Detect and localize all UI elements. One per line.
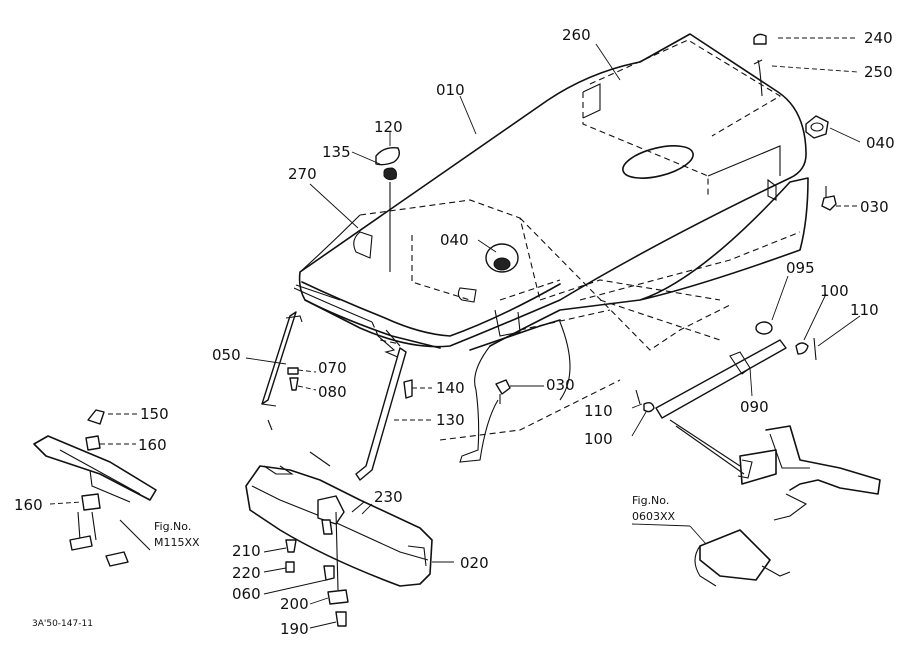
callout-070: 070 <box>318 359 347 377</box>
callout-120: 120 <box>374 118 403 136</box>
callout-030-left: 030 <box>546 376 575 394</box>
drawing-code: 3A'50-147-11 <box>32 619 93 629</box>
bolt-030-right <box>821 186 837 211</box>
callout-250: 250 <box>864 63 893 81</box>
callout-135: 135 <box>322 143 351 161</box>
callout-090: 090 <box>740 398 769 416</box>
figure-references: Fig.No. M115XX Fig.No. 0603XX 3A'50-147-… <box>32 494 691 629</box>
callout-100-left: 100 <box>584 430 613 448</box>
fig-ref-code-1: M115XX <box>154 536 200 549</box>
front-bracket-020 <box>245 451 433 627</box>
stay-050 <box>261 311 303 431</box>
knob-040-top <box>805 115 829 139</box>
latch-120-135 <box>375 146 401 272</box>
linkage-090 <box>635 321 817 479</box>
pin-240-250 <box>753 33 767 97</box>
rod-130 <box>355 329 413 481</box>
fig-ref-label-1: Fig.No. <box>154 520 191 533</box>
callout-050: 050 <box>212 346 241 364</box>
callout-270: 270 <box>288 165 317 183</box>
frame-0603xx <box>694 425 881 587</box>
fig-ref-code-2: 0603XX <box>632 510 676 523</box>
callout-200: 200 <box>280 595 309 613</box>
callout-labels: 010 260 240 250 040 030 120 135 270 040 … <box>14 26 895 638</box>
callout-220: 220 <box>232 564 261 582</box>
hood-cover <box>293 33 809 463</box>
callout-160-lower: 160 <box>14 496 43 514</box>
callout-010: 010 <box>436 81 465 99</box>
callout-110-left: 110 <box>584 402 613 420</box>
callout-110-right: 110 <box>850 301 879 319</box>
callout-260: 260 <box>562 26 591 44</box>
callout-160-upper: 160 <box>138 436 167 454</box>
callout-240: 240 <box>864 29 893 47</box>
callout-230: 230 <box>374 488 403 506</box>
callout-100-right: 100 <box>820 282 849 300</box>
callout-040-top: 040 <box>866 134 895 152</box>
callout-030-right: 030 <box>860 198 889 216</box>
callout-020: 020 <box>460 554 489 572</box>
callout-140: 140 <box>436 379 465 397</box>
bolt-030-left <box>495 379 511 404</box>
callout-210: 210 <box>232 542 261 560</box>
callout-190: 190 <box>280 620 309 638</box>
callout-060: 060 <box>232 585 261 603</box>
callout-040-hood: 040 <box>440 231 469 249</box>
callout-130: 130 <box>436 411 465 429</box>
callout-095: 095 <box>786 259 815 277</box>
leaders <box>49 37 861 629</box>
callout-080: 080 <box>318 383 347 401</box>
callout-150: 150 <box>140 405 169 423</box>
bracket-m115xx <box>33 409 157 567</box>
fig-ref-label-2: Fig.No. <box>632 494 669 507</box>
